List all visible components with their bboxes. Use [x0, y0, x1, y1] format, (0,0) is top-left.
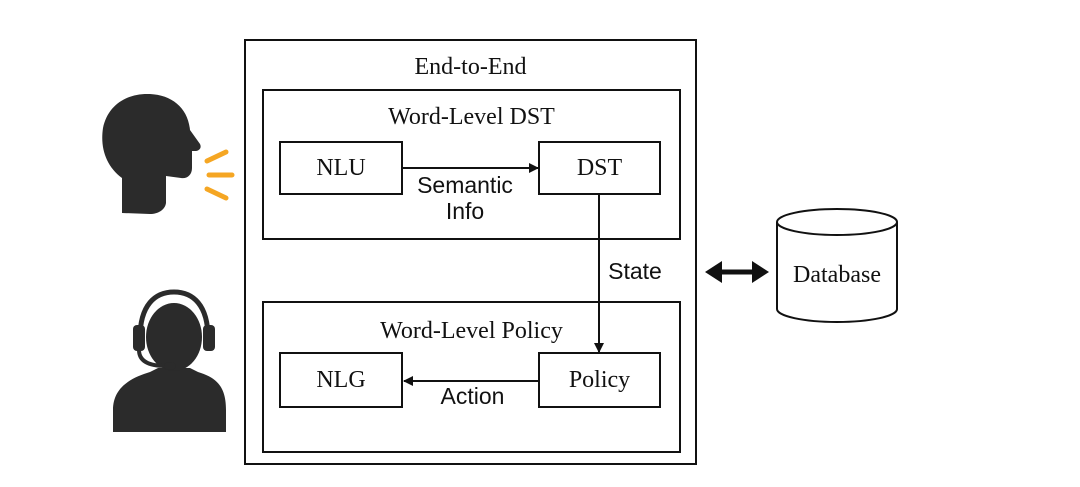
sound-waves-icon — [204, 149, 235, 201]
database-link-arrow — [705, 261, 769, 283]
headset-agent-icon — [113, 289, 226, 432]
dst-node: DST — [538, 141, 661, 195]
word-level-policy-box: Word-Level Policy — [262, 301, 681, 453]
end-to-end-title: End-to-End — [414, 54, 527, 80]
semantic-info-label: Semantic Info — [403, 172, 527, 224]
word-level-dst-title: Word-Level DST — [388, 104, 555, 130]
state-label: State — [608, 258, 662, 284]
word-level-policy-title: Word-Level Policy — [380, 318, 563, 344]
database-cylinder — [776, 208, 898, 323]
nlu-node: NLU — [279, 141, 403, 195]
word-level-dst-box: Word-Level DST — [262, 89, 681, 240]
policy-node: Policy — [538, 352, 661, 408]
speaking-person-icon — [102, 93, 201, 214]
semantic-info-line1: Semantic — [417, 172, 513, 198]
nlg-node: NLG — [279, 352, 403, 408]
database-label: Database — [793, 262, 881, 288]
action-label: Action — [440, 383, 505, 409]
end-to-end-box: End-to-End — [244, 39, 697, 465]
semantic-info-line2: Info — [445, 198, 485, 224]
